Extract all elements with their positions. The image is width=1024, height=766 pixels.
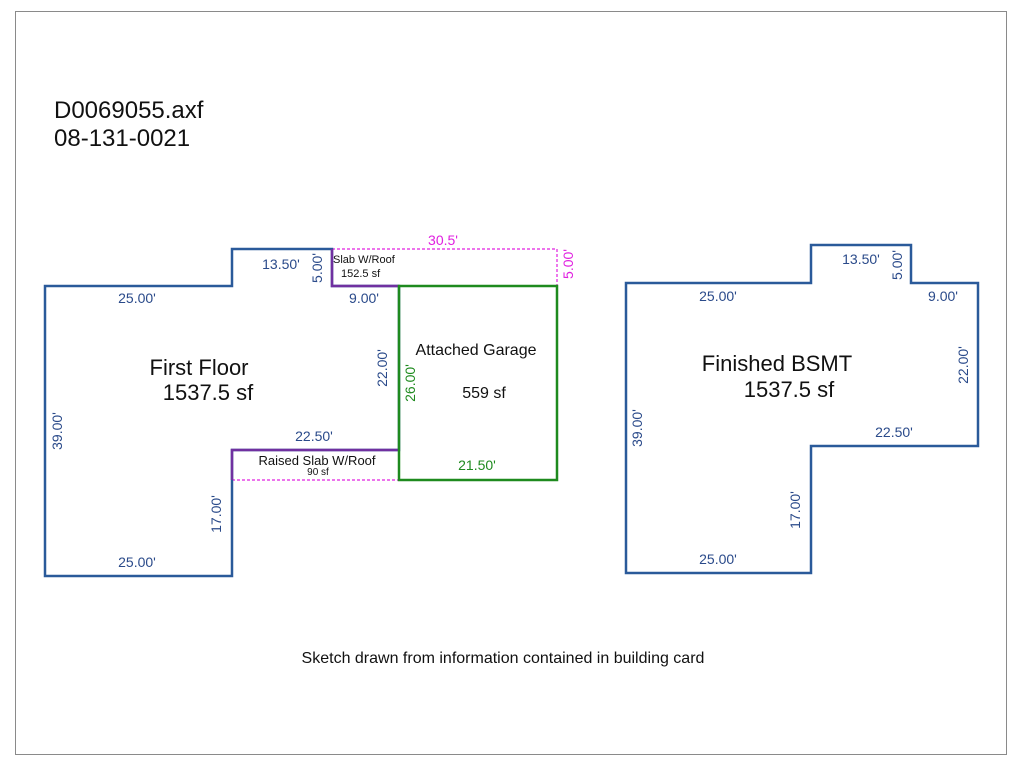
- basement-name: Finished BSMT: [702, 351, 852, 376]
- file-name: D0069055.axf: [54, 97, 204, 124]
- ff-dim-right-lower: 17.00': [208, 495, 224, 533]
- parcel-id: 08-131-0021: [54, 125, 191, 152]
- ff-dim-top-notch: 13.50': [262, 256, 300, 272]
- first-floor-name: First Floor: [150, 355, 249, 380]
- ff-dim-step: 22.50': [295, 428, 333, 444]
- bsmt-dim-top-notch: 13.50': [842, 251, 880, 267]
- garage-dim-bottom: 21.50': [458, 457, 496, 473]
- garage-outline: [397, 284, 559, 482]
- slab-roof-name: Slab W/Roof: [333, 254, 396, 266]
- bsmt-dim-right-lower: 17.00': [787, 491, 803, 529]
- ff-dim-bottom: 25.00': [118, 554, 156, 570]
- raised-slab-edge: [230, 448, 399, 480]
- bsmt-dim-left: 39.00': [629, 409, 645, 447]
- bsmt-dim-right-upper: 9.00': [928, 288, 958, 304]
- sketch-frame: [15, 11, 1007, 755]
- slab-dim-top: 30.5': [428, 232, 458, 248]
- garage-name: Attached Garage: [416, 342, 537, 359]
- sketch-footnote: Sketch drawn from information contained …: [301, 650, 705, 667]
- ff-dim-right-side: 22.00': [374, 349, 390, 387]
- basement-area: 1537.5 sf: [744, 377, 835, 402]
- first-floor-area: 1537.5 sf: [163, 380, 254, 405]
- ff-dim-top-left: 25.00': [118, 290, 156, 306]
- slab-dim-right: 5.00': [560, 249, 576, 279]
- basement-outline: [624, 243, 980, 575]
- ff-dim-left: 39.00': [49, 412, 65, 450]
- garage-area: 559 sf: [462, 385, 506, 402]
- slab-roof-area: 152.5 sf: [341, 268, 381, 280]
- bsmt-dim-step: 22.50': [875, 424, 913, 440]
- bsmt-dim-top-left: 25.00': [699, 288, 737, 304]
- ff-dim-right-upper: 9.00': [349, 290, 379, 306]
- bsmt-dim-notch-height: 5.00': [889, 250, 905, 280]
- bsmt-dim-right-side: 22.00': [955, 346, 971, 384]
- raised-slab-name: Raised Slab W/Roof: [258, 453, 375, 468]
- garage-dim-left: 26.00': [402, 364, 418, 402]
- ff-dim-notch-height: 5.00': [309, 253, 325, 283]
- raised-slab-area: 90 sf: [307, 467, 329, 478]
- slab-roof-edge: [330, 249, 399, 288]
- bsmt-dim-bottom: 25.00': [699, 551, 737, 567]
